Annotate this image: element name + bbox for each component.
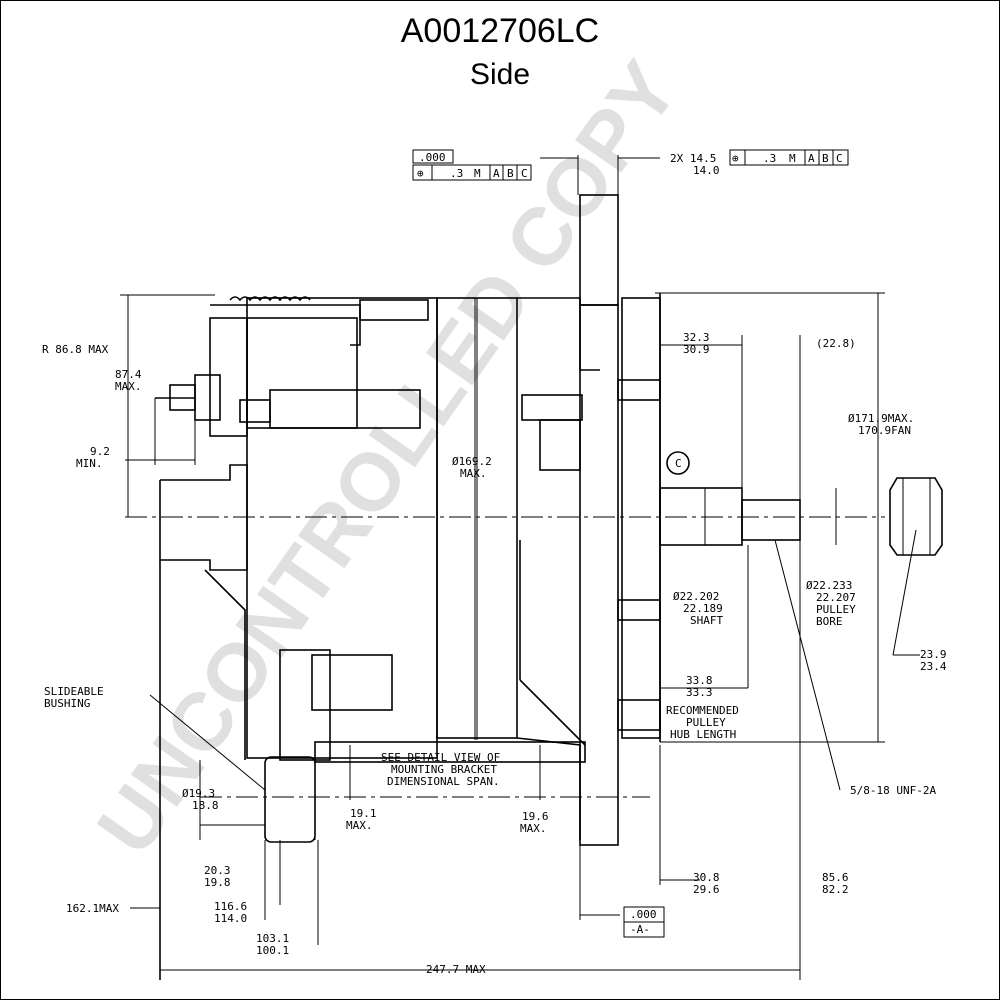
- dim-33-3: 33.3: [686, 686, 713, 699]
- see-detail-note-2: MOUNTING BRACKET: [391, 763, 497, 776]
- position-icon: ⊕: [417, 167, 424, 180]
- dim-114-0: 114.0: [214, 912, 247, 925]
- recommended-label: RECOMMENDED: [666, 704, 739, 717]
- dimension-lines: [120, 155, 920, 980]
- fcf-right-c: C: [836, 152, 843, 165]
- dim-19-1-max: MAX.: [346, 819, 373, 832]
- pulley-label: PULLEY: [816, 603, 856, 616]
- dim-23-9: 23.9: [920, 648, 947, 661]
- watermark-text: UNCONTROLLED COPY: [80, 46, 695, 871]
- dim-19-3: Ø19.3: [182, 787, 215, 800]
- dim-9-2: 9.2: [90, 445, 110, 458]
- dim-87-max: MAX.: [115, 380, 142, 393]
- dim-22-8: (22.8): [816, 337, 856, 350]
- dim-22-189: 22.189: [683, 602, 723, 615]
- bore-label: BORE: [816, 615, 843, 628]
- fcf-left-tol: .3: [450, 167, 463, 180]
- dim-14-0: 14.0: [693, 164, 720, 177]
- bushing-label: BUSHING: [44, 697, 90, 710]
- feature-control-frame-left: [412, 149, 532, 181]
- dim-29-6: 29.6: [693, 883, 720, 896]
- shaft-assembly: [659, 451, 943, 556]
- pulley-hub-label: PULLEY: [686, 716, 726, 729]
- fcf-left-a: A: [493, 167, 500, 180]
- see-detail-note-3: DIMENSIONAL SPAN.: [387, 775, 500, 788]
- dim-18-8: 18.8: [192, 799, 219, 812]
- dim-22-207: 22.207: [816, 591, 856, 604]
- hub-length-label: HUB LENGTH: [670, 728, 736, 741]
- dim-19-8: 19.8: [204, 876, 231, 889]
- dim-19-1: 19.1: [350, 807, 377, 820]
- dim-9-min: MIN.: [76, 457, 103, 470]
- dim-30-8: 30.8: [693, 871, 720, 884]
- slideable-label: SLIDEABLE: [44, 685, 104, 698]
- dim-103-1: 103.1: [256, 932, 289, 945]
- fcf-right-m: M: [789, 152, 796, 165]
- shaft-label: SHAFT: [690, 614, 723, 627]
- fcf-right-a: A: [808, 152, 815, 165]
- dim-r-max: R 86.8 MAX: [42, 343, 109, 356]
- dim-170-9: 170.9FAN: [858, 424, 911, 437]
- dim-169-2: Ø169.2: [452, 455, 492, 468]
- datum-a-label: -A-: [630, 923, 650, 936]
- dim-85-6: 85.6: [822, 871, 849, 884]
- dim-22-233: Ø22.233: [806, 579, 852, 592]
- dim-247-7: 247.7 MAX: [426, 963, 486, 976]
- fcf-left-b: B: [507, 167, 514, 180]
- feature-control-frame-right: [729, 149, 849, 166]
- dim-19-6: 19.6: [522, 810, 549, 823]
- dim-32-3: 32.3: [683, 331, 710, 344]
- fcf-left-zero: .000: [419, 151, 446, 164]
- dim-116-6: 116.6: [214, 900, 247, 913]
- fcf-right-b: B: [822, 152, 829, 165]
- dim-30-9: 30.9: [683, 343, 710, 356]
- dim-162-1: 162.1MAX: [66, 902, 119, 915]
- fcf-left-c: C: [521, 167, 528, 180]
- fcf-right-tol: .3: [763, 152, 776, 165]
- dim-171-9: Ø171.9MAX.: [848, 412, 914, 425]
- dim-100-1: 100.1: [256, 944, 289, 957]
- dim-14-5: 2X 14.5: [670, 152, 716, 165]
- dim-87-4: 87.4: [115, 368, 142, 381]
- dim-20-3: 20.3: [204, 864, 231, 877]
- dim-82-2: 82.2: [822, 883, 849, 896]
- see-detail-note-1: SEE DETAIL VIEW OF: [381, 751, 500, 764]
- dim-19-6-max: MAX.: [520, 822, 547, 835]
- dim-23-4: 23.4: [920, 660, 947, 673]
- dim-33-8: 33.8: [686, 674, 713, 687]
- datum-c-label: C: [675, 457, 682, 470]
- drawing-subtitle: Side: [469, 58, 531, 91]
- dim-169-max: MAX.: [460, 467, 487, 480]
- dim-22-202: Ø22.202: [673, 590, 719, 603]
- fcf-left-m: M: [474, 167, 481, 180]
- datum-a-zero: .000: [630, 908, 657, 921]
- datum-a-frame: [623, 906, 665, 938]
- drawing-title: A0012706LC: [400, 12, 600, 50]
- thread-spec: 5/8-18 UNF-2A: [850, 784, 936, 797]
- position-icon: ⊕: [732, 152, 739, 165]
